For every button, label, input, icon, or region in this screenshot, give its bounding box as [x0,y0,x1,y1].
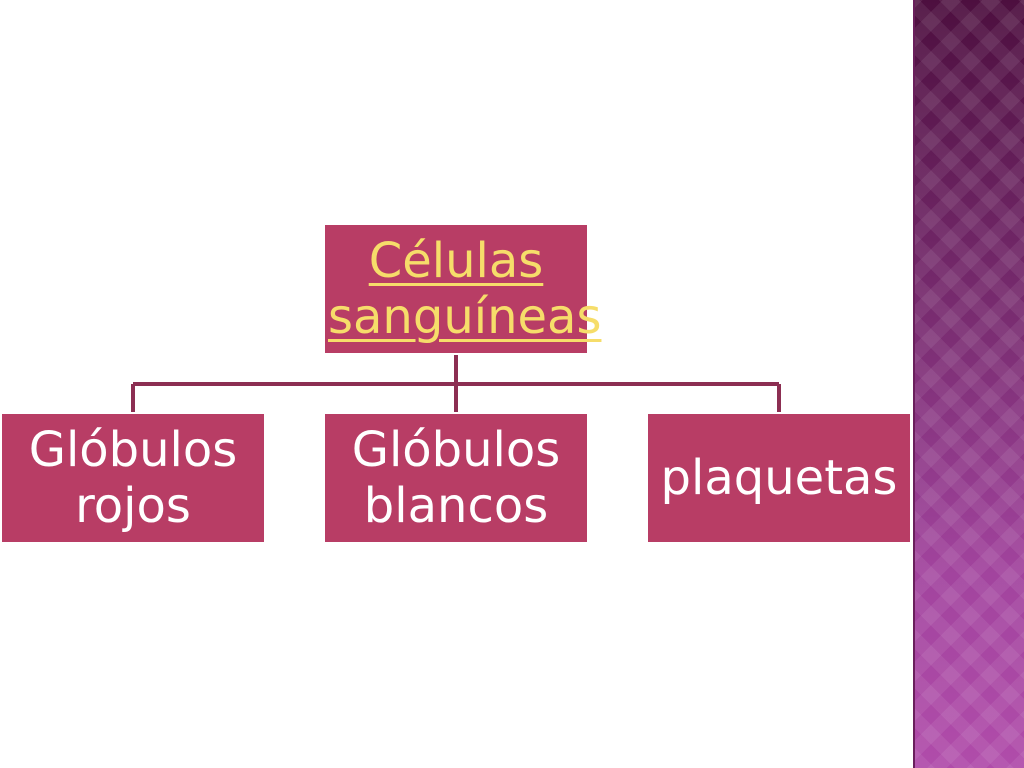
node-platelets-label: plaquetas [660,450,898,506]
node-blood-cells-label: Células sanguíneas [328,233,602,345]
node-red-blood-cells-label: Glóbulos rojos [28,422,238,534]
node-red-blood-cells[interactable]: Glóbulos rojos [0,412,266,544]
node-white-blood-cells-label: Glóbulos blancos [351,422,561,534]
node-white-blood-cells[interactable]: Glóbulos blancos [323,412,589,544]
node-blood-cells[interactable]: Células sanguíneas [323,223,602,355]
node-platelets[interactable]: plaquetas [646,412,912,544]
decorative-side-band [913,0,1024,768]
